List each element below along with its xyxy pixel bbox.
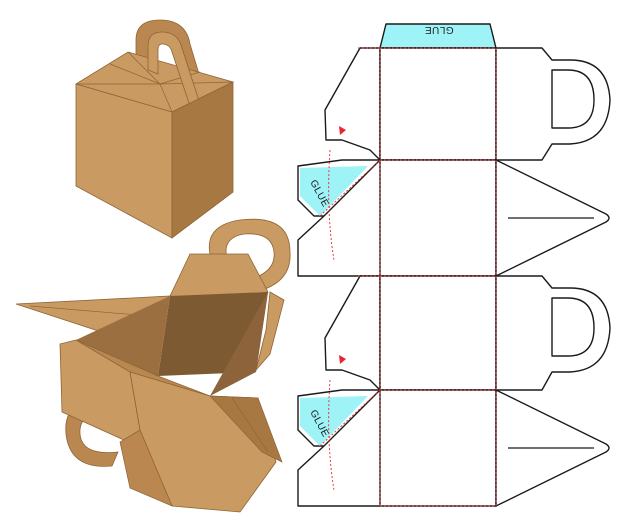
open-box-left-wing-crease: [29, 305, 151, 317]
panel-3: [379, 275, 497, 391]
assembled-box-right-face: [171, 81, 234, 239]
glue-flap-2-fill: [300, 396, 368, 446]
assembled-box: [75, 19, 235, 239]
handle-cutout-1: [551, 69, 595, 129]
panel-1: [379, 47, 497, 161]
fold-lines: [319, 47, 497, 507]
glue-flap-1-fill: [300, 166, 368, 216]
open-box-inside-right: [210, 292, 268, 396]
handle-flap-1: [495, 47, 611, 161]
open-box-right-top-flap: [255, 291, 285, 371]
handle-flap-2: [495, 275, 611, 391]
marker-triangle-2: [339, 355, 346, 364]
panel-4: [379, 389, 497, 507]
handle-cutout-2: [551, 297, 595, 357]
side-tab-lower-left-1: [297, 215, 380, 277]
open-box-inside-left: [76, 296, 170, 376]
marker-triangle-1: [339, 126, 346, 135]
dieline: GLUE GLUE GLUE: [297, 23, 611, 507]
open-box-right-flap-crease: [231, 397, 269, 453]
panel-2: [379, 159, 497, 277]
open-box-bottom-face: [119, 429, 173, 507]
open-box: [15, 218, 291, 513]
glue-label-top: GLUE: [424, 24, 453, 35]
side-tab-upper-left-2: [324, 275, 381, 391]
side-tab-lower-left-2: [297, 445, 380, 507]
side-tab-upper-left-1: [324, 47, 381, 161]
